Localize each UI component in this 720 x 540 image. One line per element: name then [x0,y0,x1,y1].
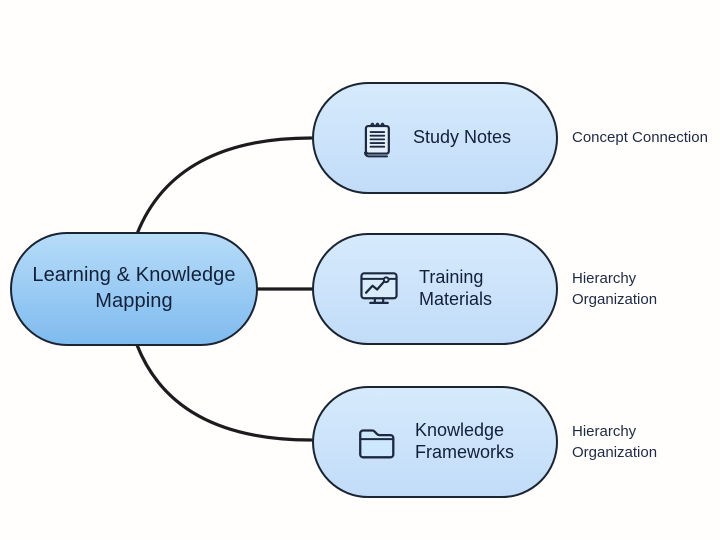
node-study-notes[interactable]: Study Notes [312,82,558,194]
node-knowledge-frameworks-label: Knowledge Frameworks [415,420,515,462]
folder-icon [359,429,395,459]
monitor-chart-icon [360,272,398,304]
central-node[interactable]: Learning & Knowledge Mapping [10,232,258,346]
central-node-label: Learning & Knowledge Mapping [32,264,236,312]
connector-knowledge-frameworks [135,343,313,442]
node-training-materials[interactable]: Training Materials [312,233,558,345]
notepad-icon [363,122,390,158]
node-study-notes-label: Study Notes [413,127,512,148]
annotation-concept-connection: Concept Connection [572,82,712,194]
annotation-text: Hierarchy Organization [572,422,658,461]
node-knowledge-frameworks[interactable]: Knowledge Frameworks [312,386,558,498]
annotation-text: Concept Connection [572,129,708,147]
annotation-hierarchy-organization-2: Hierarchy Organization [572,386,712,498]
annotation-text: Hierarchy Organization [572,269,658,308]
annotation-hierarchy-organization-1: Hierarchy Organization [572,233,712,345]
connector-study-notes [135,136,313,236]
node-training-materials-label: Training Materials [419,267,493,309]
